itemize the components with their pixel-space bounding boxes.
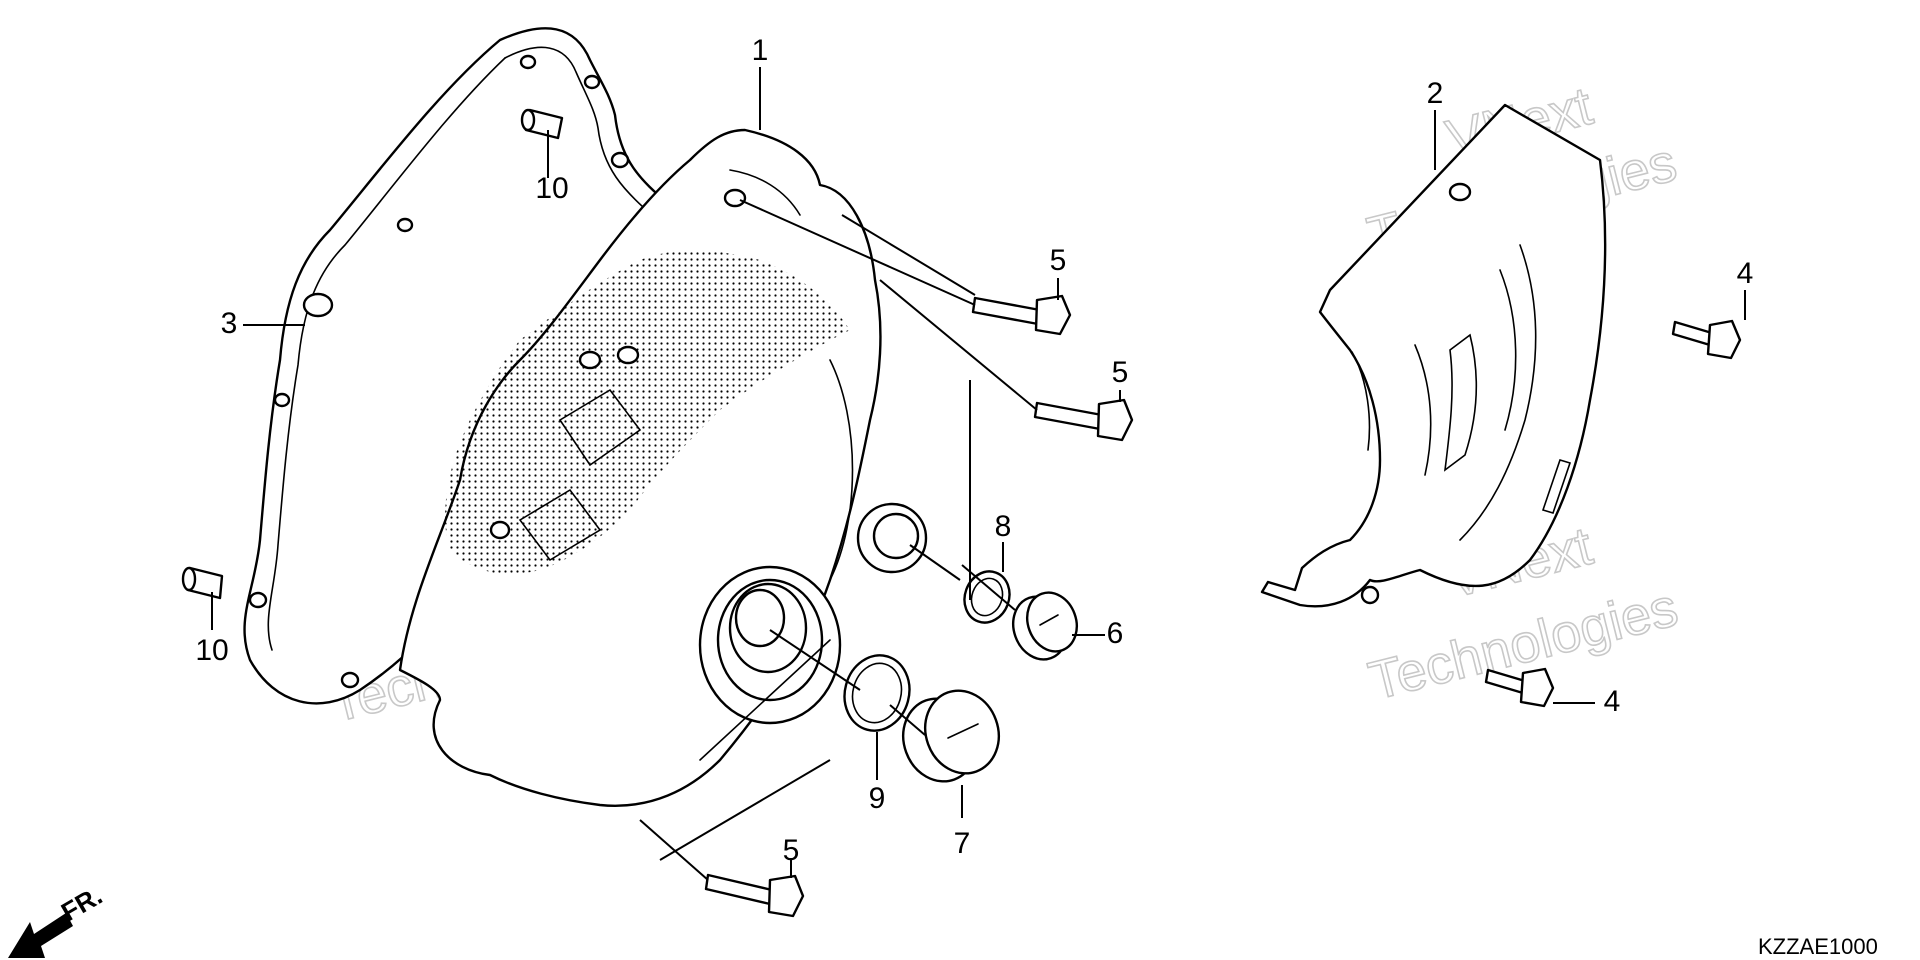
callout-7: 7: [954, 827, 971, 860]
timing-cap-part-6: [1012, 591, 1078, 661]
bolt-part-5-lower: [704, 873, 805, 918]
bolt-part-4-lower: [1484, 667, 1555, 708]
callout-4-lower: 4: [1604, 685, 1621, 718]
front-arrow-icon: FR.: [8, 880, 107, 958]
sprocket-cover-part-2: [1260, 103, 1607, 608]
callout-8: 8: [995, 510, 1012, 543]
dowel-pin-bottom: [181, 566, 224, 600]
callout-1: 1: [752, 34, 769, 67]
callout-6: 6: [1107, 617, 1124, 650]
bolt-part-5-middle: [1033, 398, 1134, 442]
crankcase-cover-part-1: [398, 128, 928, 807]
crank-cap-part-7: [902, 689, 1000, 783]
bolt-part-5-upper: [971, 294, 1072, 336]
callout-4-upper: 4: [1737, 257, 1754, 290]
diagram-code: KZZAE1000: [1758, 934, 1878, 959]
callout-3: 3: [221, 307, 238, 340]
callout-9: 9: [869, 782, 886, 815]
callout-10-upper: 10: [535, 172, 568, 205]
callout-5-lower: 5: [783, 834, 800, 867]
callout-2: 2: [1427, 77, 1444, 110]
gasket-part-3: [243, 27, 707, 705]
o-ring-part-8: [963, 570, 1011, 624]
bolt-part-4-upper: [1671, 319, 1742, 360]
dowel-pin-top: [520, 108, 564, 140]
callout-5-upper: 5: [1050, 244, 1067, 277]
leader-lines: [211, 67, 1746, 881]
callout-5-middle: 5: [1112, 356, 1129, 389]
callout-10-lower: 10: [195, 634, 228, 667]
callouts: 1 2 3 4 4 5 5 5 6 7 8 9 10 10: [195, 34, 1753, 867]
